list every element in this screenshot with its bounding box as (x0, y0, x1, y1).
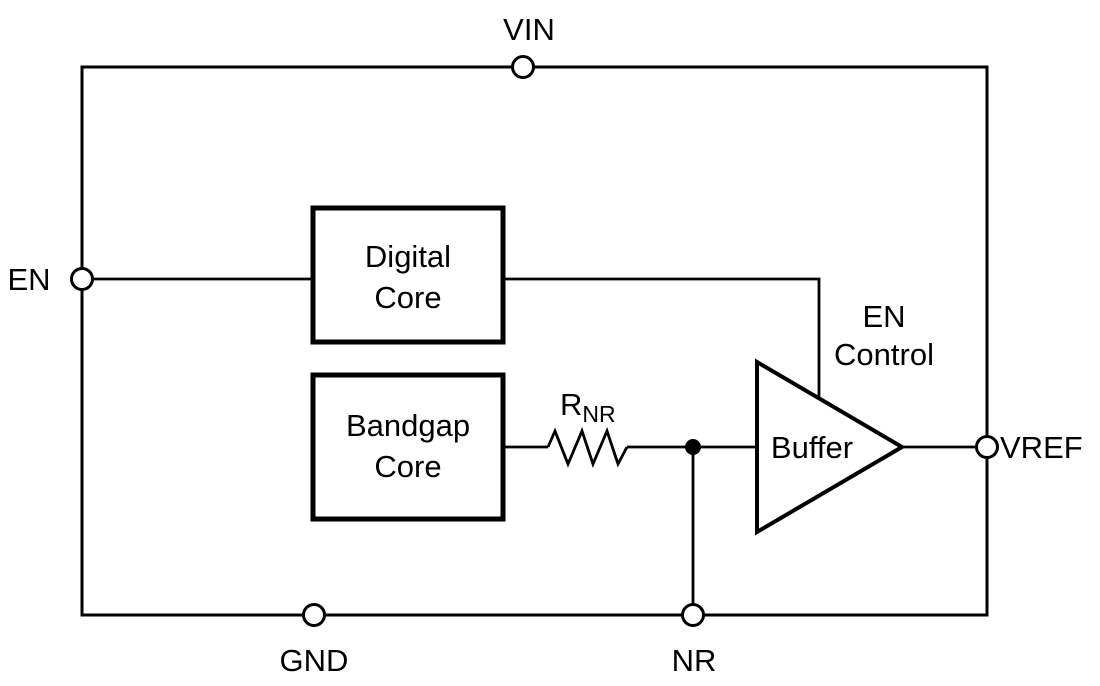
digital-core-label-line2: Core (374, 280, 441, 315)
wire-digital-core-to-buffer-en (503, 277, 821, 401)
en-control-label-line1: EN (862, 299, 905, 334)
digital-core-block (310, 205, 506, 345)
nr-pin-terminal (681, 603, 705, 627)
nr-junction-dot (685, 439, 701, 455)
vin-pin-label: VIN (503, 12, 555, 47)
resistor-rnr-zigzag (546, 427, 629, 468)
bandgap-core-label-line1: Bandgap (346, 408, 470, 443)
bandgap-core-label-line2: Core (374, 449, 441, 484)
en-control-label-line2: Control (834, 337, 934, 372)
en-pin-label: EN (7, 262, 50, 297)
en-pin-terminal (70, 267, 94, 291)
bandgap-core-block (310, 372, 506, 522)
digital-core-label-line1: Digital (365, 239, 451, 274)
resistor-rnr-label-subscript: NR (582, 401, 615, 427)
gnd-pin-terminal (302, 603, 326, 627)
buffer-amplifier-triangle (755, 358, 906, 536)
resistor-rnr-label-main: R (560, 387, 582, 422)
resistor-rnr-label: RNR (560, 387, 616, 427)
gnd-pin-label: GND (280, 643, 349, 678)
vref-pin-label: VREF (1000, 430, 1083, 465)
nr-pin-label: NR (672, 643, 717, 678)
vin-pin-terminal (511, 55, 535, 79)
vref-pin-terminal (975, 435, 999, 459)
buffer-label: Buffer (771, 430, 853, 465)
